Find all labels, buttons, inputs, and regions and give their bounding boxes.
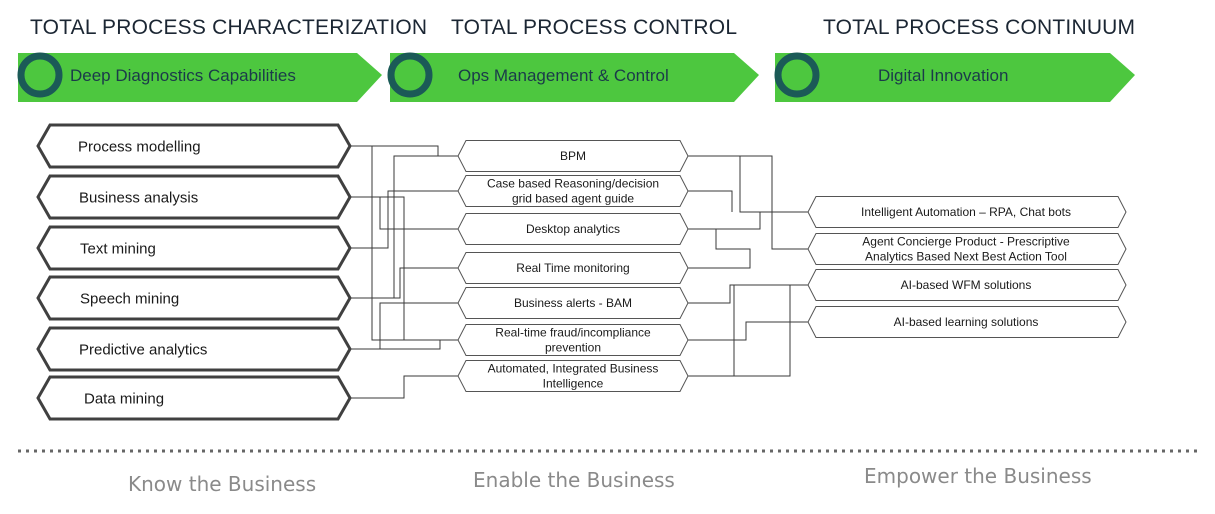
hexagon-shape <box>36 225 352 271</box>
characterization-item: Text mining <box>36 225 352 271</box>
characterization-item: Predictive analytics <box>36 326 352 372</box>
item-label: Data mining <box>84 390 164 407</box>
hexagon-shape <box>807 306 1127 338</box>
item-label: Business alerts - BAM <box>514 296 632 310</box>
item-label: prevention <box>545 341 601 355</box>
item-label: Process modelling <box>78 138 201 155</box>
arrow-ops-management: Ops Management & Control <box>387 52 759 102</box>
hexagon-shape <box>36 326 352 372</box>
characterization-item: Process modelling <box>36 123 352 169</box>
connector-lines <box>350 145 810 399</box>
item-label: AI-based WFM solutions <box>901 278 1032 292</box>
continuum-items: Intelligent Automation – RPA, Chat botsA… <box>807 196 1127 338</box>
hexagon-shape <box>457 287 689 319</box>
hexagon-shape <box>807 233 1127 265</box>
control-item: Real Time monitoring <box>457 252 689 284</box>
hexagon-shape <box>807 269 1127 301</box>
hexagon-shape <box>457 360 689 392</box>
item-label: Desktop analytics <box>526 222 620 236</box>
footer-empower: Empower the Business <box>864 464 1092 488</box>
item-label: Business analysis <box>79 189 198 206</box>
arrow-label: Digital Innovation <box>878 66 1008 85</box>
arrow-deep-diagnostics: Deep Diagnostics Capabilities <box>17 52 382 102</box>
arrow-label: Deep Diagnostics Capabilities <box>70 66 296 85</box>
circle-icon <box>387 52 433 98</box>
hexagon-shape <box>36 275 352 321</box>
hexagon-shape <box>36 174 352 220</box>
item-label: Speech mining <box>80 290 179 307</box>
item-label: Automated, Integrated Business <box>488 362 659 376</box>
hexagon-shape <box>457 252 689 284</box>
footer-enable: Enable the Business <box>473 468 675 492</box>
circle-icon <box>17 52 63 98</box>
item-label: Intelligence <box>543 377 604 391</box>
arrow-label: Ops Management & Control <box>458 66 669 85</box>
item-label: grid based agent guide <box>512 192 634 206</box>
circle-icon <box>774 52 820 98</box>
characterization-item: Business analysis <box>36 174 352 220</box>
header-continuum: TOTAL PROCESS CONTINUUM <box>823 16 1136 39</box>
item-label: Analytics Based Next Best Action Tool <box>865 250 1067 264</box>
hexagon-shape <box>457 140 689 172</box>
header-characterization: TOTAL PROCESS CHARACTERIZATION <box>30 16 428 39</box>
item-label: Intelligent Automation – RPA, Chat bots <box>861 205 1071 219</box>
control-item: Business alerts - BAM <box>457 287 689 319</box>
control-item: Automated, Integrated BusinessIntelligen… <box>457 360 689 392</box>
characterization-item: Data mining <box>36 375 352 421</box>
continuum-item: Agent Concierge Product - PrescriptiveAn… <box>807 233 1127 265</box>
item-label: Real Time monitoring <box>516 261 629 275</box>
continuum-item: Intelligent Automation – RPA, Chat bots <box>807 196 1127 228</box>
control-item: BPM <box>457 140 689 172</box>
item-label: BPM <box>560 149 586 163</box>
item-label: Case based Reasoning/decision <box>487 177 659 191</box>
continuum-item: AI-based WFM solutions <box>807 269 1127 301</box>
hexagon-shape <box>807 196 1127 228</box>
control-item: Desktop analytics <box>457 213 689 245</box>
item-label: Real-time fraud/incompliance <box>495 326 651 340</box>
characterization-item: Speech mining <box>36 275 352 321</box>
item-label: Text mining <box>80 240 156 257</box>
continuum-item: AI-based learning solutions <box>807 306 1127 338</box>
arrow-digital-innovation: Digital Innovation <box>774 52 1135 102</box>
hexagon-shape <box>36 375 352 421</box>
item-label: Predictive analytics <box>79 341 207 358</box>
hexagon-shape <box>36 123 352 169</box>
hexagon-shape <box>457 324 689 356</box>
item-label: Agent Concierge Product - Prescriptive <box>862 235 1070 249</box>
hexagon-shape <box>457 175 689 207</box>
hexagon-shape <box>457 213 689 245</box>
header-control: TOTAL PROCESS CONTROL <box>451 16 738 39</box>
item-label: AI-based learning solutions <box>894 315 1039 329</box>
footer-know: Know the Business <box>128 472 317 496</box>
